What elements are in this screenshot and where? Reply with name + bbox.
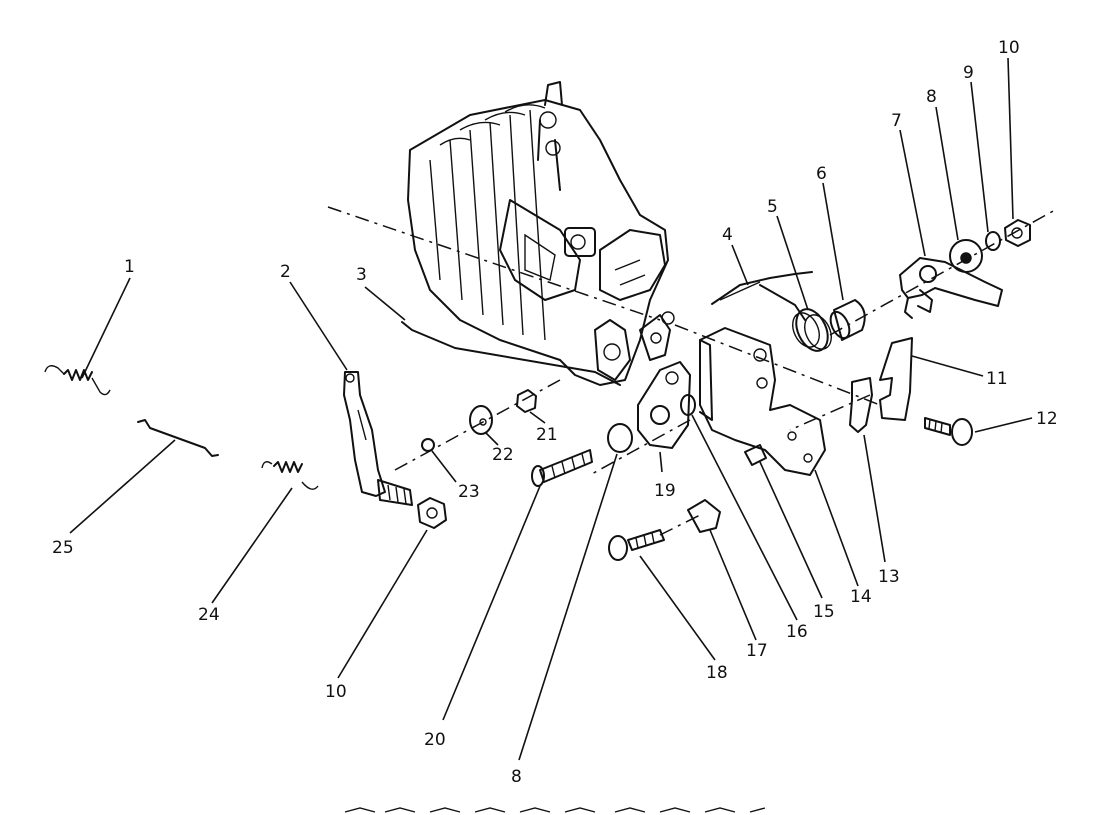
callout-6: 6 [816, 164, 827, 184]
callout-20: 20 [424, 730, 446, 750]
part-nut-10-top [1004, 219, 1031, 247]
callout-11: 11 [986, 369, 1008, 389]
callout-14: 14 [850, 587, 872, 607]
callout-8-bottom: 8 [511, 767, 522, 787]
part-throttle-lever-7 [899, 257, 1003, 319]
part-bracket-19 [637, 361, 691, 449]
part-nut-21 [516, 389, 537, 413]
part-bracket-11 [879, 337, 913, 421]
callout-12: 12 [1036, 409, 1058, 429]
callout-9: 9 [963, 63, 974, 83]
part-governor-lever-2 [343, 371, 413, 506]
callout-24: 24 [198, 605, 220, 625]
callout-5: 5 [767, 197, 778, 217]
engine-block [407, 81, 675, 386]
part-link-4 [711, 271, 813, 321]
callout-19: 19 [654, 481, 676, 501]
part-control-plate-14 [699, 327, 826, 476]
callout-16: 16 [786, 622, 808, 642]
part-rod-3 [401, 321, 621, 386]
part-link-13 [849, 377, 873, 433]
part-spring-1 [44, 365, 111, 396]
part-washer-8-bottom [607, 423, 633, 453]
callout-22: 22 [492, 445, 514, 465]
part-screw-12 [924, 417, 973, 446]
leader-lines [69, 57, 1033, 761]
callout-10-top: 10 [998, 38, 1020, 58]
callout-4: 4 [722, 225, 733, 245]
cropped-caption-residue [344, 807, 766, 813]
callout-labels: 1 2 3 4 5 6 7 8 9 10 11 12 13 14 15 16 1… [52, 38, 1058, 787]
callout-15: 15 [813, 602, 835, 622]
part-washer-9 [985, 231, 1001, 251]
callout-25: 25 [52, 538, 74, 558]
callout-7: 7 [891, 111, 902, 131]
callout-13: 13 [878, 567, 900, 587]
callout-23: 23 [458, 482, 480, 502]
callout-18: 18 [706, 663, 728, 683]
part-nut-10-bottom [417, 497, 447, 529]
part-spring-5 [792, 308, 832, 352]
callout-21: 21 [536, 425, 558, 445]
part-washer-22 [469, 405, 493, 435]
callout-3: 3 [356, 265, 367, 285]
callout-2: 2 [280, 262, 291, 282]
part-spring-24 [261, 461, 319, 490]
part-washer-23 [421, 438, 435, 452]
part-pin-15 [744, 444, 767, 466]
part-clip-17 [687, 499, 721, 533]
part-washer-8-top [949, 239, 983, 273]
part-wire-25 [137, 419, 219, 457]
part-bolt-20 [531, 449, 593, 487]
part-bushing-6 [829, 299, 866, 341]
callout-10-bottom: 10 [325, 682, 347, 702]
callout-1: 1 [124, 257, 135, 277]
callout-17: 17 [746, 641, 768, 661]
part-screw-18 [608, 529, 665, 561]
callout-8-top: 8 [926, 87, 937, 107]
